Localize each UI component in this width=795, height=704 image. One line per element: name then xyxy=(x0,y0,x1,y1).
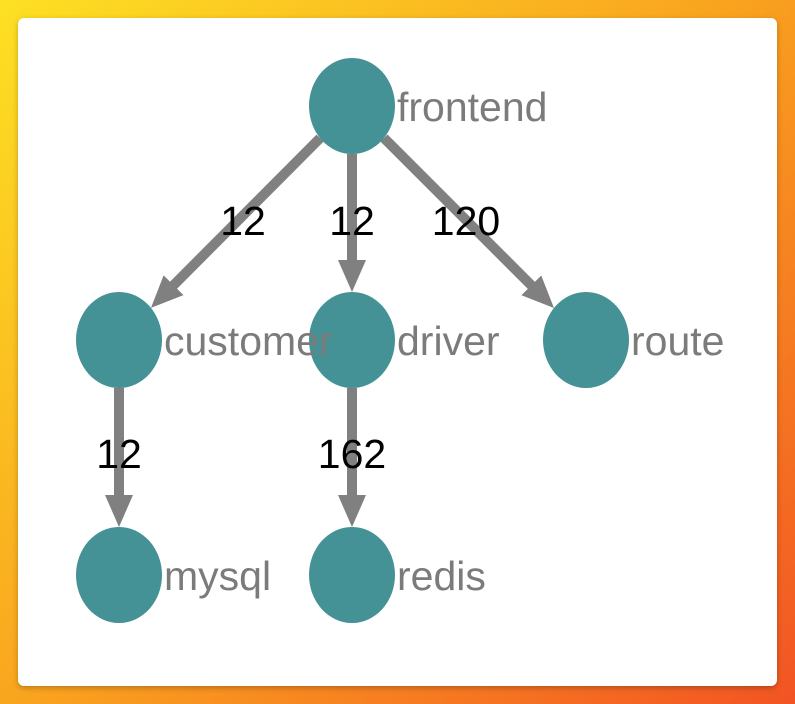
node-label-route: route xyxy=(631,318,724,364)
edge-driver-redis xyxy=(338,388,366,527)
node-label-redis: redis xyxy=(397,553,486,599)
node-label-customer: customer xyxy=(164,318,333,364)
arrowhead-icon xyxy=(105,495,133,527)
node-label-frontend: frontend xyxy=(397,84,547,130)
arrowhead-icon xyxy=(338,495,366,527)
node-driver[interactable] xyxy=(309,292,395,388)
edge-label: 120 xyxy=(432,198,500,244)
node-frontend[interactable] xyxy=(309,58,395,154)
arrowhead-icon xyxy=(521,275,554,308)
arrowhead-icon xyxy=(150,275,184,308)
node-redis[interactable] xyxy=(309,527,395,623)
edge-label: 12 xyxy=(329,198,375,244)
node-label-driver: driver xyxy=(397,318,500,364)
edge-label: 12 xyxy=(220,198,266,244)
node-label-mysql: mysql xyxy=(164,553,271,599)
node-route[interactable] xyxy=(543,292,629,388)
edge-customer-mysql xyxy=(105,388,133,527)
edge-line xyxy=(168,134,324,291)
edge-frontend-route xyxy=(380,134,554,308)
edge-frontend-driver xyxy=(338,154,366,292)
node-customer[interactable] xyxy=(76,292,162,388)
edge-label: 162 xyxy=(318,431,386,477)
arrowhead-icon xyxy=(338,260,366,292)
edge-label: 12 xyxy=(96,431,142,477)
node-mysql[interactable] xyxy=(76,527,162,623)
edge-frontend-customer xyxy=(150,134,324,308)
edge-line xyxy=(380,134,537,291)
